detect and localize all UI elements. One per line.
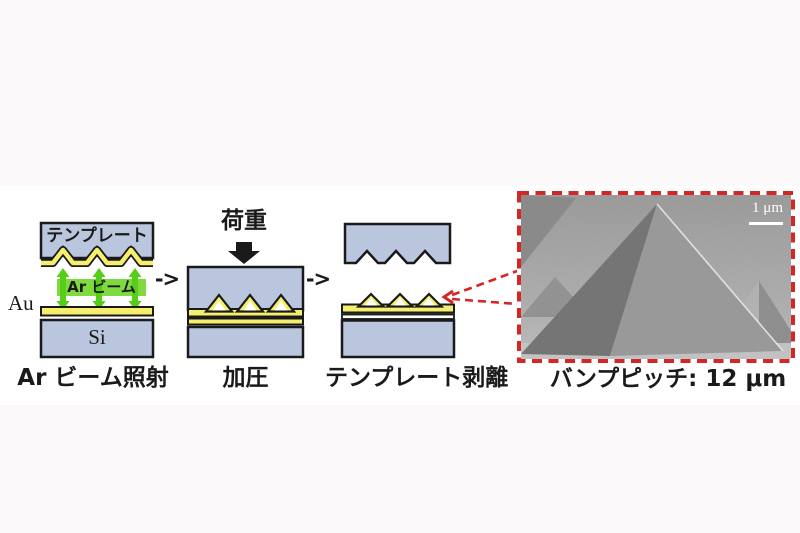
step-arrow-1: -> [154,267,180,291]
step3-caption: テンプレート剥離 [325,365,509,391]
load-label: 荷重 [221,208,267,234]
step-arrow-2: -> [305,267,331,291]
step1-caption: Ar ビーム照射 [17,365,169,391]
step2-caption: 加圧 [222,365,269,391]
sem-pyramid-image [521,195,791,359]
sem-noise-texture [521,195,791,359]
ar-beam-label: Ar ビーム [67,278,136,296]
template-label: テンプレート [46,226,148,246]
sem-micrograph: 1 μm [521,195,791,359]
au-label: Au [8,291,34,315]
sem-caption: バンプピッチ: 12 μm [549,366,787,392]
si-label: Si [88,325,106,349]
sem-scale-bar [749,222,783,225]
sem-scale-label: 1 μm [752,200,783,216]
